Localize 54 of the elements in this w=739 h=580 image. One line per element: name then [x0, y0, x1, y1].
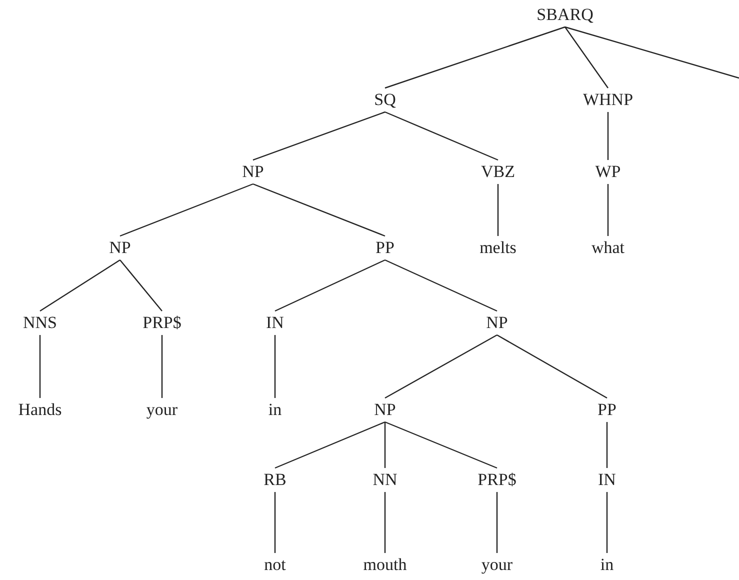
- tree-node-label: PP: [376, 238, 394, 258]
- tree-branch-line: [384, 492, 386, 553]
- tree-branch-line: [606, 422, 608, 468]
- tree-node-label: not: [264, 555, 286, 575]
- tree-node-label: what: [591, 238, 625, 258]
- tree-node-label: SQ: [374, 90, 396, 110]
- tree-node-label: your: [146, 400, 178, 420]
- tree-node-label: NNS: [23, 313, 57, 333]
- tree-node-label: IN: [598, 470, 616, 490]
- tree-node-label: mouth: [363, 555, 407, 575]
- tree-branch-line: [384, 421, 498, 469]
- tree-branch-line: [606, 492, 608, 553]
- tree-node-label: your: [481, 555, 513, 575]
- tree-branch-line: [252, 111, 386, 161]
- tree-node-label: PRP$: [478, 470, 516, 490]
- tree-branch-line: [39, 335, 41, 398]
- tree-branch-line: [607, 112, 609, 160]
- tree-branch-line: [40, 260, 120, 312]
- tree-branch-line: [274, 259, 386, 312]
- tree-node-label: RB: [264, 470, 286, 490]
- tree-branch-line: [496, 492, 498, 553]
- tree-branch-line: [564, 26, 739, 79]
- tree-branch-line: [607, 184, 609, 236]
- tree-node-label: PRP$: [142, 313, 182, 333]
- tree-branch-line: [120, 183, 254, 237]
- tree-branch-line: [252, 183, 386, 237]
- tree-node-label: melts: [480, 238, 516, 258]
- tree-node-label: IN: [266, 313, 284, 333]
- tree-node-label: NN: [372, 470, 398, 490]
- tree-branch-line: [497, 184, 499, 236]
- tree-node-label: SBARQ: [536, 5, 594, 25]
- tree-node-label: NP: [374, 400, 396, 420]
- tree-branch-line: [274, 492, 276, 553]
- tree-branch-line: [384, 26, 566, 89]
- tree-node-label: in: [600, 555, 614, 575]
- tree-node-label: NP: [242, 162, 264, 182]
- tree-branch-line: [384, 422, 386, 468]
- tree-node-label: NP: [486, 313, 508, 333]
- tree-node-label: NP: [109, 238, 131, 258]
- tree-branch-line: [384, 334, 498, 399]
- tree-branch-line: [161, 335, 163, 398]
- tree-branch-line: [120, 260, 162, 312]
- tree-branch-line: [274, 335, 276, 398]
- tree-branch-line: [496, 334, 608, 399]
- tree-branch-line: [274, 421, 386, 469]
- tree-node-label: Hands: [18, 400, 62, 420]
- tree-branch-line: [384, 111, 498, 161]
- tree-branch-line: [564, 26, 608, 88]
- tree-node-label: WP: [595, 162, 621, 182]
- tree-node-label: VBZ: [481, 162, 515, 182]
- tree-node-label: PP: [598, 400, 616, 420]
- tree-branch-line: [384, 259, 498, 312]
- tree-node-label: WHNP: [582, 90, 634, 110]
- tree-node-label: in: [268, 400, 282, 420]
